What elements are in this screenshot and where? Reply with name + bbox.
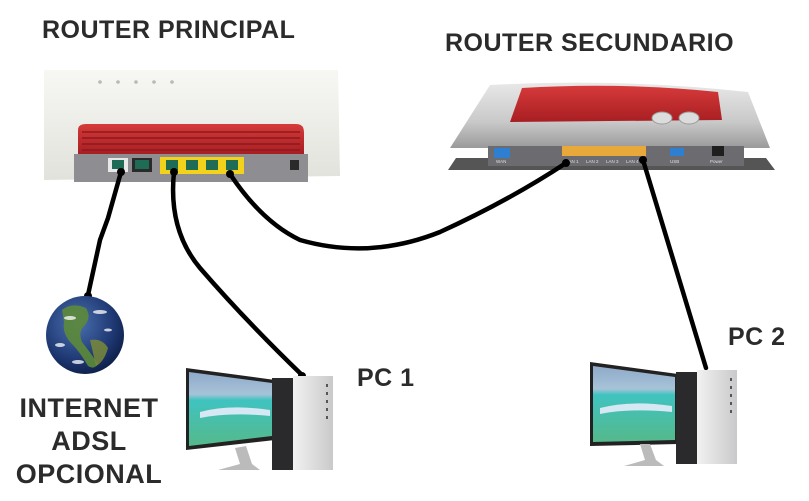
lan-ports <box>562 146 646 156</box>
wan-port <box>494 148 510 158</box>
port-label-lan-4: LAN 4 <box>626 159 639 164</box>
internet-label: INTERNET ADSL OPCIONAL <box>10 392 168 491</box>
internet-label-line-3: OPCIONAL <box>15 459 163 489</box>
router-secondary-red-top <box>510 85 722 122</box>
pc2-tower-side <box>676 372 698 464</box>
port-label-lan-2: LAN 2 <box>586 159 599 164</box>
usb-port <box>670 148 684 156</box>
router-main-lan-ports <box>160 157 244 174</box>
router-secondary-label: ROUTER SECUNDARIO <box>445 29 735 57</box>
pc1-computer-icon <box>186 368 333 470</box>
internet-label-line-2: ADSL <box>51 426 127 456</box>
router-main-vent-slots <box>82 131 300 151</box>
router-secondary-button-1 <box>651 111 673 125</box>
router-main <box>44 70 340 182</box>
cable-router-secondary-pc2 <box>640 157 709 371</box>
cable-router-main-router-secondary <box>227 160 569 251</box>
pc1-tower-side <box>272 378 294 470</box>
pc1-label: PC 1 <box>357 364 415 392</box>
power-port <box>712 146 724 156</box>
router-secondary: WAN LAN 1 LAN 2 LAN 3 LAN 4 USB Power <box>448 82 775 170</box>
router-main-power-port <box>290 160 299 170</box>
pc1-tower-front <box>293 376 333 470</box>
pc2-stand <box>624 444 664 466</box>
port-label-lan-1: LAN 1 <box>566 159 579 164</box>
internet-globe-icon <box>46 296 124 374</box>
internet-label-line-1: INTERNET <box>19 393 159 423</box>
pc2-tower-front <box>697 370 737 464</box>
router-secondary-button-2 <box>678 111 700 125</box>
router-main-leds <box>98 80 174 84</box>
port-label-lan-3: LAN 3 <box>606 159 619 164</box>
router-main-label: ROUTER PRINCIPAL <box>42 16 296 44</box>
port-label-usb: USB <box>670 159 679 164</box>
pc1-stand <box>218 446 260 470</box>
cables <box>85 157 709 378</box>
pc2-label: PC 2 <box>728 323 786 351</box>
cable-router-main-pc1 <box>170 169 305 378</box>
port-label-power: Power <box>710 159 723 164</box>
cable-connector-dots <box>84 156 647 380</box>
pc2-computer-icon <box>590 362 737 466</box>
port-label-wan: WAN <box>496 159 506 164</box>
cable-internet-router-main <box>85 169 124 298</box>
